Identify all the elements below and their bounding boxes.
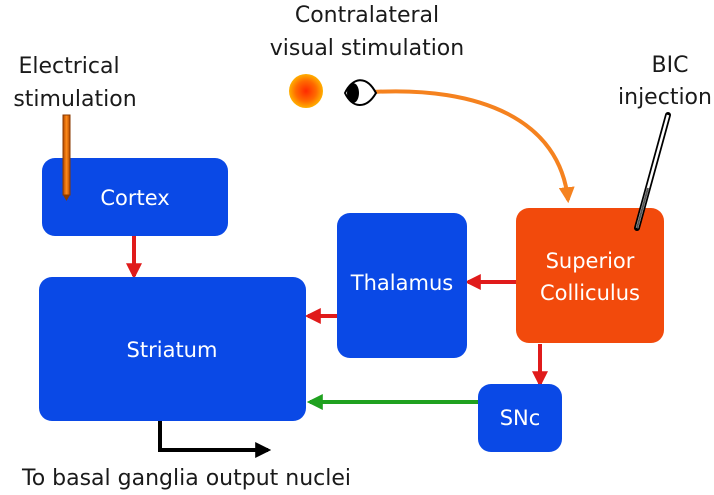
output-label: To basal ganglia output nuclei (21, 466, 351, 491)
thalamus-box (337, 213, 467, 358)
visual-pathway-arrow (371, 89, 575, 204)
electrode-icon (62, 114, 71, 201)
electrical-stimulation-label-line2: stimulation (13, 87, 136, 112)
snc-box (478, 384, 562, 452)
bic-injection-label-line1: BIC (652, 53, 689, 78)
superior-colliculus-label-line1: Superior (546, 249, 635, 273)
superior-colliculus-box (516, 208, 664, 343)
snc-label: SNc (500, 406, 541, 430)
thalamus-label: Thalamus (350, 271, 453, 295)
visual-stimulation-label-line2: visual stimulation (270, 36, 464, 61)
striatum-label: Striatum (127, 338, 218, 362)
eye-icon (343, 79, 378, 106)
cortex-box (42, 158, 228, 236)
bic-injection-label-line2: injection (618, 85, 712, 110)
output-arrow (158, 420, 272, 458)
electrical-stimulation-label-line1: Electrical (18, 54, 119, 79)
injection-needle-icon (634, 112, 671, 231)
cortex-label: Cortex (100, 186, 169, 210)
light-stimulus-icon (289, 74, 323, 108)
striatum-box (39, 277, 306, 421)
visual-stimulation-label-line1: Contralateral (295, 3, 439, 28)
superior-colliculus-label-line2: Colliculus (540, 281, 640, 305)
